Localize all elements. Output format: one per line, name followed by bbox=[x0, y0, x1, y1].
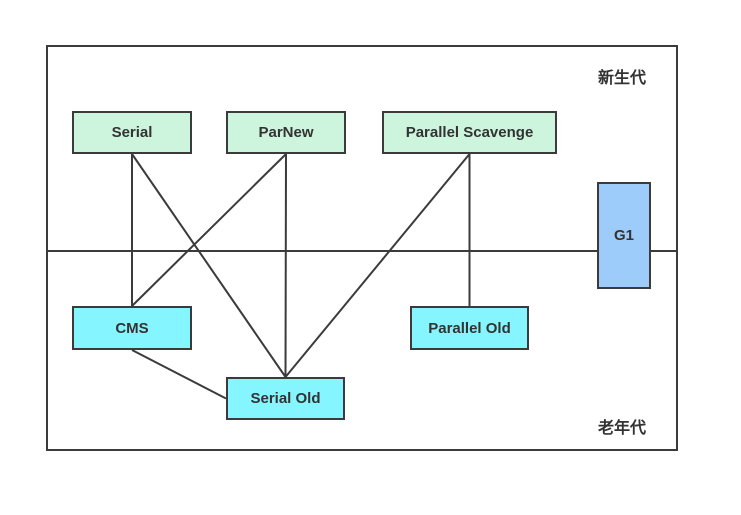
node-g1: G1 bbox=[597, 182, 651, 289]
old-generation-label: 老年代 bbox=[598, 420, 647, 437]
node-parnew: ParNew bbox=[226, 111, 346, 154]
generation-boundary-box bbox=[46, 45, 678, 451]
node-parallel-scavenge: Parallel Scavenge bbox=[382, 111, 557, 154]
edge-parnew-cms bbox=[131, 153, 287, 307]
node-serial: Serial bbox=[72, 111, 192, 154]
young-generation-label: 新生代 bbox=[598, 70, 647, 87]
node-serial-old: Serial Old bbox=[226, 377, 345, 420]
node-cms: CMS bbox=[72, 306, 192, 350]
edge-parnew-serial-old bbox=[284, 153, 287, 378]
edge-parallel-scavenge-serial-old bbox=[284, 153, 471, 378]
edge-serial-serial-old bbox=[131, 153, 287, 378]
node-parallel-old: Parallel Old bbox=[410, 306, 529, 350]
edge-cms-serial-old bbox=[131, 349, 227, 400]
